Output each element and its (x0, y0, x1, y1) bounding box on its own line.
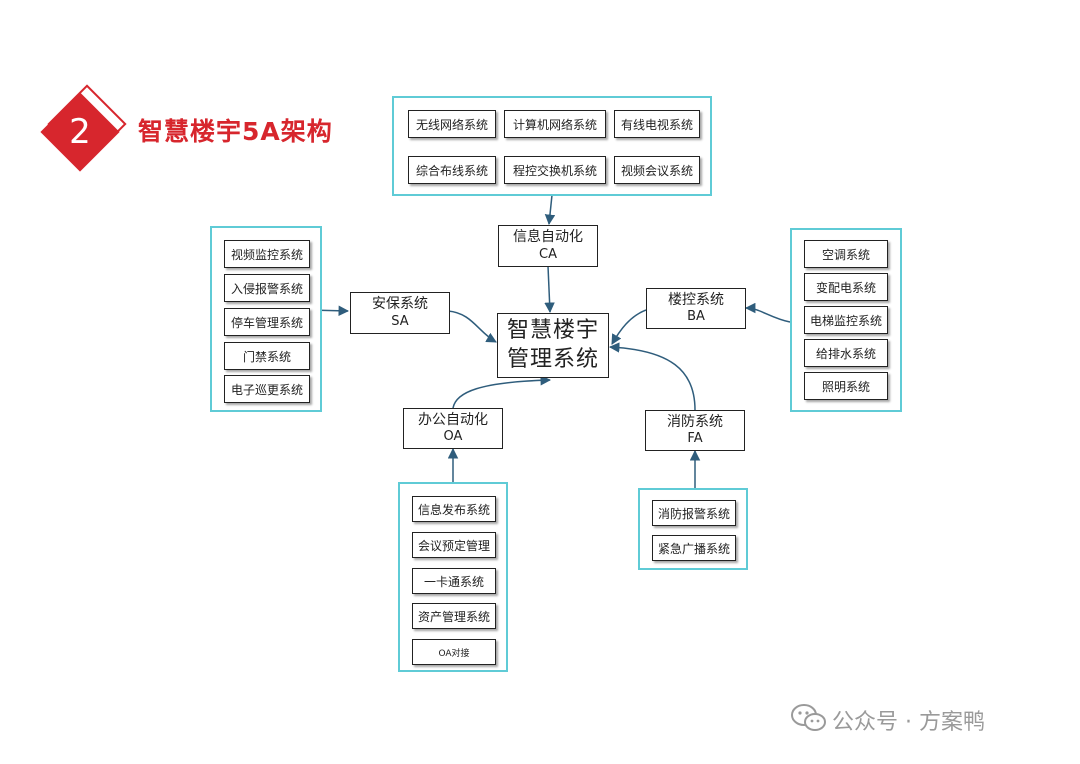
arrow-ba-group-to-ba (744, 302, 791, 323)
ca-subsystem-group: 无线网络系统 计算机网络系统 有线电视系统 综合布线系统 程控交换机系统 视频会… (392, 96, 712, 196)
sa-item: 入侵报警系统 (224, 274, 310, 302)
ba-item: 给排水系统 (804, 339, 888, 367)
sa-node: 安保系统 SA (350, 292, 450, 334)
fa-label: 消防系统 (667, 413, 723, 430)
oa-label: 办公自动化 (418, 411, 488, 428)
ba-node: 楼控系统 BA (646, 288, 746, 329)
arrow-oa-to-center (452, 375, 552, 409)
arrow-sa-to-center (447, 310, 497, 343)
ba-abbr: BA (687, 309, 705, 325)
ca-item: 计算机网络系统 (504, 110, 606, 138)
ca-item: 综合布线系统 (408, 156, 496, 184)
ba-item: 变配电系统 (804, 273, 888, 301)
page-title: 智慧楼宇5A架构 (138, 117, 333, 146)
center-line-2: 管理系统 (506, 346, 599, 372)
sa-item: 视频监控系统 (224, 240, 310, 268)
arrow-ca-group-to-ca (544, 194, 556, 226)
oa-item: 一卡通系统 (412, 568, 496, 594)
sa-item: 停车管理系统 (224, 308, 310, 336)
fa-abbr: FA (687, 431, 703, 447)
oa-item: 会议预定管理 (412, 532, 496, 558)
arrow-ca-to-center (544, 265, 555, 314)
sa-abbr: SA (391, 313, 409, 329)
ca-item: 视频会议系统 (614, 156, 700, 184)
oa-subsystem-group: 信息发布系统 会议预定管理 一卡通系统 资产管理系统 OA对接 (398, 482, 508, 672)
section-number: 2 (69, 112, 91, 152)
sa-label: 安保系统 (372, 296, 428, 313)
ba-item: 空调系统 (804, 240, 888, 268)
arrow-fa-to-center (608, 342, 696, 411)
center-line-1: 智慧楼宇 (506, 317, 599, 343)
oa-node: 办公自动化 OA (403, 408, 503, 449)
fa-subsystem-group: 消防报警系统 紧急广播系统 (638, 488, 748, 570)
ba-item: 照明系统 (804, 372, 888, 400)
ca-item: 无线网络系统 (408, 110, 496, 138)
fa-item: 消防报警系统 (652, 500, 736, 526)
ca-abbr: CA (539, 246, 557, 262)
ba-label: 楼控系统 (668, 291, 724, 308)
ca-node: 信息自动化 CA (498, 225, 598, 267)
oa-abbr: OA (443, 429, 463, 445)
fa-item: 紧急广播系统 (652, 535, 736, 561)
sa-item: 门禁系统 (224, 342, 310, 370)
sa-subsystem-group: 视频监控系统 入侵报警系统 停车管理系统 门禁系统 电子巡更系统 (210, 226, 322, 412)
oa-item: 资产管理系统 (412, 603, 496, 629)
sa-item: 电子巡更系统 (224, 375, 310, 403)
ba-item: 电梯监控系统 (804, 306, 888, 334)
fa-node: 消防系统 FA (645, 410, 745, 451)
ca-label: 信息自动化 (513, 229, 583, 246)
wechat-icon (791, 704, 826, 731)
ba-subsystem-group: 空调系统 变配电系统 电梯监控系统 给排水系统 照明系统 (790, 228, 902, 412)
oa-item: OA对接 (412, 639, 496, 665)
arrow-ba-to-center (611, 309, 647, 345)
ca-item: 有线电视系统 (614, 110, 700, 138)
watermark-text: 公众号 · 方案鸭 (832, 710, 985, 735)
center-node: 智慧楼宇 管理系统 (497, 313, 609, 378)
oa-item: 信息发布系统 (412, 496, 496, 522)
ca-item: 程控交换机系统 (504, 156, 606, 184)
